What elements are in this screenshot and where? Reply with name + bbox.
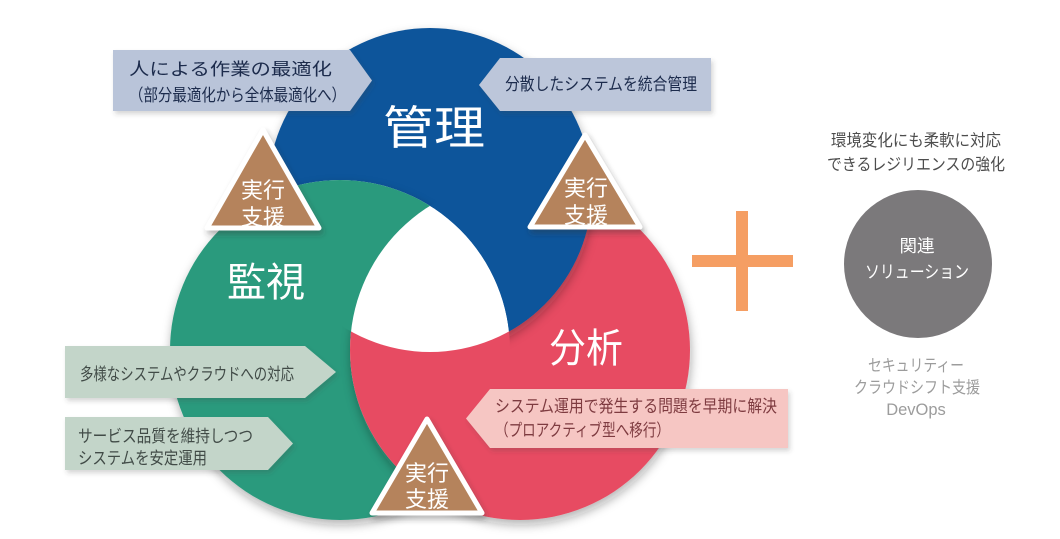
side-panel-heading-line2: できるレジリエンスの強化 (827, 155, 1005, 174)
badge-top-left: 実行 支援 (204, 127, 322, 231)
badge-bottom-line1: 実行 (405, 461, 449, 486)
solutions-list: セキュリティー クラウドシフト支援 DevOps (854, 357, 980, 419)
callout-top-left-line2: （部分最適化から全体最適化へ） (129, 86, 346, 105)
related-solutions-line2: ソリューション (865, 262, 969, 282)
badge-top-left-triangle (204, 127, 322, 231)
badge-top-left-line2: 支援 (241, 205, 285, 230)
plus-icon (692, 211, 793, 311)
execution-support-badges: 実行 支援 実行 支援 実行 支援 (204, 127, 643, 516)
ring-diagram: 管理 監視 分析 (170, 28, 690, 520)
callout-bottom-left: サービス品質を維持しつつ システムを安定運用 (65, 417, 293, 470)
callouts: 人による作業の最適化 （部分最適化から全体最適化へ） 分散したシステムを統合管理… (65, 50, 788, 470)
side-panel: 環境変化にも柔軟に対応 できるレジリエンスの強化 関連 ソリューション セキュリ… (827, 131, 1005, 419)
callout-top-left: 人による作業の最適化 （部分最適化から全体最適化へ） (113, 50, 372, 111)
callout-top-right-arrow (479, 58, 711, 111)
badge-top-right-line2: 支援 (564, 203, 608, 228)
badge-top-left-line1: 実行 (241, 178, 285, 203)
callout-top-left-arrow (113, 50, 372, 111)
related-solutions-line1: 関連 (900, 236, 935, 256)
badge-top-right-triangle (527, 132, 643, 230)
callout-mid-left-line1: 多様なシステムやクラウドへの対応 (80, 365, 294, 384)
badge-bottom: 実行 支援 (369, 416, 485, 516)
side-panel-heading-line1: 環境変化にも柔軟に対応 (831, 131, 1001, 150)
badge-top-right: 実行 支援 (527, 132, 643, 230)
callout-mid-left-arrow (65, 346, 336, 398)
related-solutions-circle (844, 190, 992, 338)
callout-top-right: 分散したシステムを統合管理 (479, 58, 711, 111)
callout-bottom-left-line1: サービス品質を維持しつつ (78, 427, 253, 446)
ring-label-monitoring: 監視 (227, 261, 305, 305)
callout-bottom-left-line2: システムを安定運用 (78, 449, 207, 468)
callout-top-right-line1: 分散したシステムを統合管理 (505, 75, 697, 94)
callout-bottom-right-line2: （プロアクティブ型へ移行） (495, 420, 670, 440)
callout-bottom-right: システム運用で発生する問題を早期に解決 （プロアクティブ型へ移行） (466, 389, 788, 448)
callout-bottom-right-arrow (466, 389, 788, 448)
badge-bottom-line2: 支援 (405, 487, 449, 512)
callout-bottom-right-line1: システム運用で発生する問題を早期に解決 (495, 397, 777, 416)
badge-bottom-triangle (369, 416, 485, 516)
callout-bottom-left-arrow (65, 417, 293, 470)
ring-label-management: 管理 (383, 102, 485, 154)
solution-item-devops: DevOps (886, 401, 946, 419)
ring-label-analysis: 分析 (549, 327, 623, 371)
badge-top-right-line1: 実行 (564, 176, 608, 201)
solution-item-cloud-shift: クラウドシフト支援 (854, 378, 980, 397)
solution-item-security: セキュリティー (868, 357, 964, 375)
callout-top-left-line1: 人による作業の最適化 (129, 60, 332, 79)
callout-mid-left: 多様なシステムやクラウドへの対応 (65, 346, 336, 398)
